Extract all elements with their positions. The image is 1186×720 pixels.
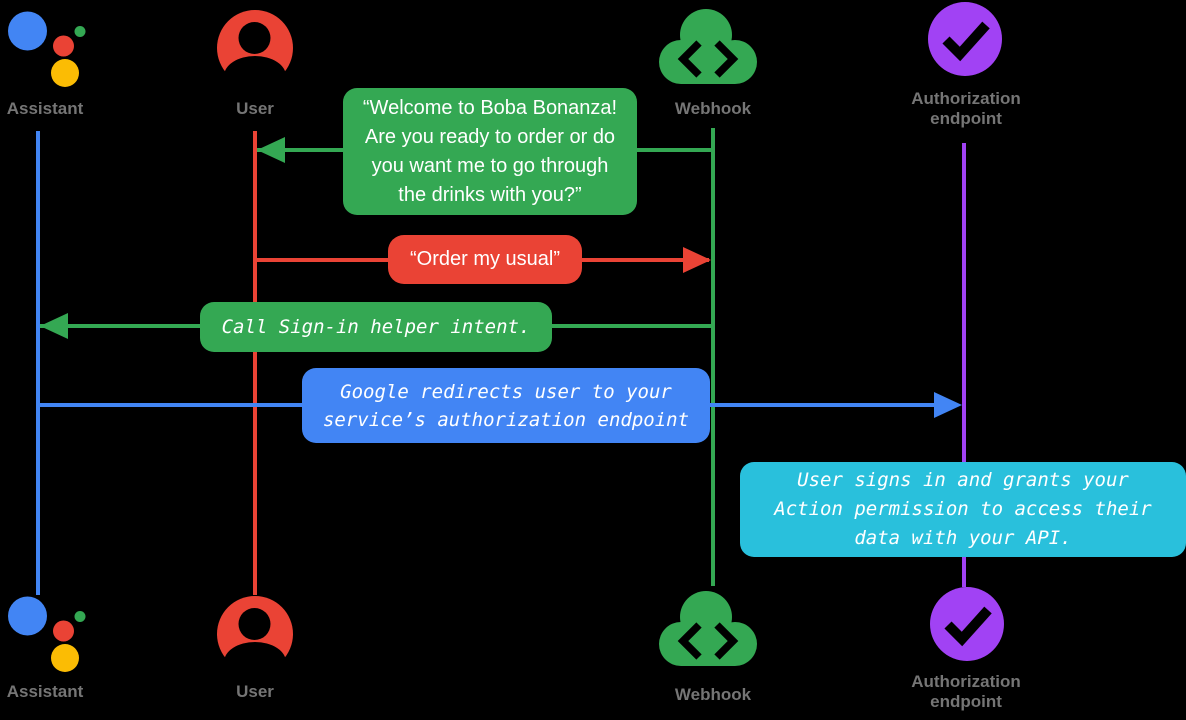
authorization-lifeline (962, 143, 966, 587)
webhook-label: Webhook (674, 99, 752, 118)
redirect-arrowhead (934, 392, 962, 418)
user-label: User (236, 99, 274, 118)
grant-note-box: User signs in and grants your Action per… (740, 462, 1186, 557)
webhook-icon (659, 591, 757, 666)
authorization-endpoint-icon (928, 2, 1002, 76)
authorization-endpoint-icon (930, 587, 1004, 661)
order-message-box: “Order my usual” (388, 235, 582, 284)
redirect-message-box: Google redirects user to your service’s … (302, 368, 710, 443)
assistant-icon (8, 596, 86, 672)
user-icon (217, 10, 293, 88)
authorization-endpoint-label: Authorization endpoint (911, 89, 1021, 128)
signin-message-box: Call Sign-in helper intent. (200, 302, 552, 352)
user-lifeline (253, 131, 257, 595)
user-icon (217, 596, 293, 674)
assistant-lifeline (36, 131, 40, 595)
signin-arrowhead (40, 313, 68, 339)
assistant-label: Assistant (6, 99, 84, 118)
authorization-endpoint-label: Authorization endpoint (911, 672, 1021, 711)
webhook-icon (659, 9, 757, 84)
assistant-icon (8, 11, 86, 87)
order-arrowhead (683, 247, 711, 273)
webhook-label: Webhook (674, 685, 752, 704)
webhook-lifeline (711, 128, 715, 586)
assistant-label: Assistant (6, 682, 84, 701)
welcome-message-box: “Welcome to Boba Bonanza! Are you ready … (343, 88, 637, 215)
user-label: User (236, 682, 274, 701)
welcome-arrowhead (257, 137, 285, 163)
